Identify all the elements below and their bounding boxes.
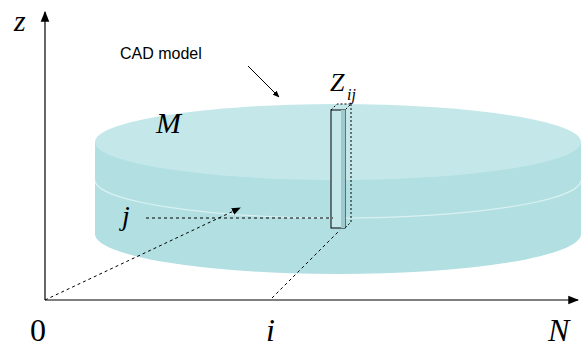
axis-label: N [548,314,569,346]
column-label: Z [330,70,344,96]
axis-label: M [156,108,181,138]
axis-label: z [14,6,26,36]
part-label: CAD model [120,46,202,62]
n-axis [45,299,578,300]
cad-model-disk [95,104,581,274]
index-label: j [122,202,130,230]
column-subscript: ij [347,87,356,103]
origin-label: 0 [30,314,46,346]
i-guide [272,230,340,298]
index-label: i [266,314,275,346]
column-cell [331,104,351,228]
m-axis [45,208,240,300]
leader-arrow [248,66,279,97]
j-guide [146,218,333,219]
z-axis [44,12,45,300]
